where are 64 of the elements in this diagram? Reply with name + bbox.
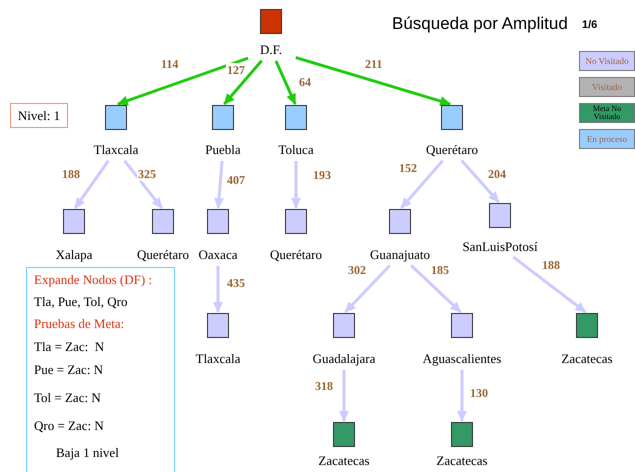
arrow	[116, 56, 249, 106]
edge-label: 114	[160, 57, 180, 71]
city-label: Aguascalientes	[422, 351, 502, 367]
city-label: Oaxaca	[198, 247, 238, 263]
panel-heading: Pruebas de Meta:	[34, 316, 124, 332]
edge-label: 204	[487, 167, 507, 181]
step-counter: 1/6	[582, 18, 598, 33]
city-label: Puebla	[205, 142, 241, 158]
level-box: Nivel: 1	[10, 103, 68, 128]
arrow	[214, 160, 224, 209]
panel-heading: Expande Nodos (DF) :	[34, 272, 152, 288]
legend-label: Meta No Visitado	[592, 105, 622, 121]
edge-label: 185	[430, 263, 450, 277]
arrow	[123, 160, 163, 209]
city-label: Querétaro	[426, 142, 478, 158]
edge-label: 130	[469, 386, 489, 400]
arrow	[74, 160, 110, 209]
arrow	[460, 160, 500, 203]
edge-label: 325	[137, 167, 157, 181]
edge-label: 188	[61, 167, 81, 181]
edge-label: 188	[541, 258, 561, 272]
panel-text: Pue = Zac: N	[34, 362, 104, 378]
edge-label: 193	[312, 168, 332, 182]
edge-label: 407	[226, 173, 246, 187]
arrow	[410, 264, 462, 314]
city-label: Toluca	[278, 142, 314, 158]
arrow	[457, 370, 467, 422]
arrow	[512, 256, 586, 314]
city-label: Zacatecas	[436, 453, 488, 469]
legend-label: No Visitado	[585, 57, 629, 65]
city-label: Xalapa	[56, 247, 92, 263]
panel-text: Baja 1 nivel	[56, 445, 119, 461]
arrow	[213, 266, 223, 313]
edge-label: 302	[347, 263, 367, 277]
city-label: Querétaro	[137, 247, 189, 263]
edge-label: 64	[298, 75, 312, 89]
panel-text: Qro = Zac: N	[34, 418, 104, 434]
arrow	[295, 56, 452, 106]
city-label: SanLuisPotosí	[462, 239, 538, 255]
legend-label: Visitado	[592, 83, 622, 91]
edge-label: 127	[226, 63, 246, 77]
edge-label: 318	[314, 379, 334, 393]
arrow	[339, 370, 349, 422]
city-label: Tlaxcala	[94, 142, 138, 158]
panel-text: Tol = Zac: N	[34, 390, 101, 406]
city-label: Guanajuato	[370, 247, 430, 263]
panel-text: Tla, Pue, Tol, Qro	[34, 294, 128, 310]
arrow	[344, 264, 391, 314]
city-label: Zacatecas	[561, 351, 613, 367]
edge-label: 152	[398, 161, 418, 175]
legend-label: En proceso	[586, 135, 628, 143]
city-label: Guadalajara	[312, 351, 376, 367]
city-label: Querétaro	[270, 247, 322, 263]
city-label: D.F.	[260, 42, 282, 58]
arrow	[223, 60, 263, 105]
arrow	[274, 60, 297, 105]
edge-label: 211	[364, 57, 384, 71]
arrow	[291, 161, 301, 209]
city-label: Tlaxcala	[196, 351, 240, 367]
title: Búsqueda por Amplitud	[392, 14, 568, 33]
panel-text: Tla = Zac: N	[34, 339, 104, 355]
arrow	[400, 160, 444, 209]
city-label: Zacatecas	[318, 453, 370, 469]
edge-label: 435	[226, 276, 246, 290]
